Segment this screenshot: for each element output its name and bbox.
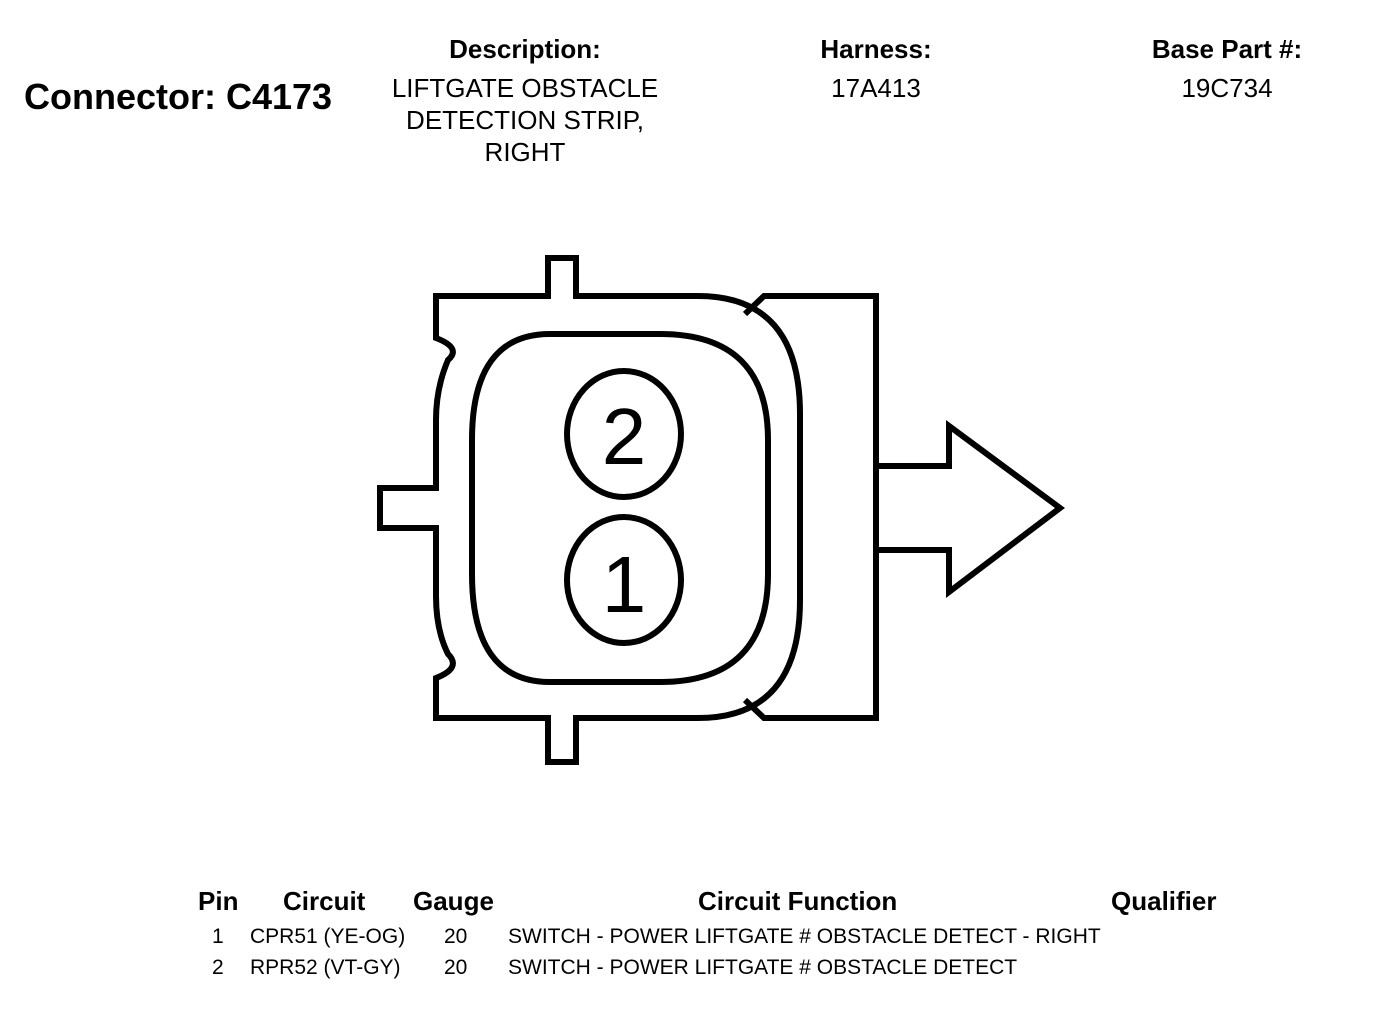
pin-1-label: 1 bbox=[602, 540, 647, 629]
row-pin: 2 bbox=[212, 956, 224, 979]
connector-title: Connector: C4173 bbox=[24, 76, 333, 117]
arrow-icon bbox=[876, 420, 1066, 599]
pin-2-circle bbox=[564, 368, 684, 500]
col-header-pin: Pin bbox=[198, 886, 239, 916]
description-line-2: DETECTION STRIP, bbox=[406, 105, 644, 135]
harness-value: 17A413 bbox=[831, 73, 921, 103]
base-part-label: Base Part #: bbox=[1151, 34, 1303, 64]
description-value: LIFTGATE OBSTACLE DETECTION STRIP, RIGHT bbox=[365, 72, 685, 168]
base-part-value: 19C734 bbox=[1181, 73, 1273, 103]
harness-label: Harness: bbox=[820, 34, 932, 64]
connector-flange bbox=[742, 293, 879, 721]
pin-1-circle bbox=[564, 514, 684, 646]
col-header-qualifier: Qualifier bbox=[1111, 886, 1217, 916]
row-gauge: 20 bbox=[444, 925, 468, 948]
row-function: SWITCH - POWER LIFTGATE # OBSTACLE DETEC… bbox=[508, 956, 1018, 979]
pin-2-label: 2 bbox=[602, 392, 647, 481]
row-circuit: CPR51 (YE-OG) bbox=[250, 925, 406, 948]
col-header-circuit-function: Circuit Function bbox=[698, 886, 898, 916]
connector-housing bbox=[377, 255, 803, 765]
row-gauge: 20 bbox=[444, 956, 468, 979]
row-function: SWITCH - POWER LIFTGATE # OBSTACLE DETEC… bbox=[508, 925, 1101, 948]
row-circuit: RPR52 (VT-GY) bbox=[250, 956, 401, 979]
description-line-1: LIFTGATE OBSTACLE bbox=[391, 73, 659, 103]
description-line-3: RIGHT bbox=[484, 137, 566, 167]
col-header-circuit: Circuit bbox=[283, 886, 366, 916]
col-header-gauge: Gauge bbox=[413, 886, 494, 916]
description-label: Description: bbox=[449, 34, 601, 64]
connector-cavity bbox=[469, 331, 771, 685]
row-pin: 1 bbox=[212, 925, 224, 948]
